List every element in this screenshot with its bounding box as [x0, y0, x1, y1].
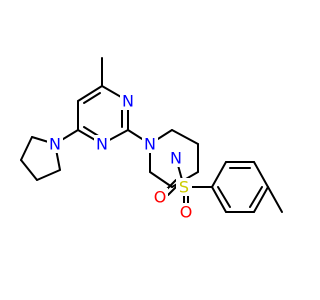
bond-pyrrolidine-2: [36, 169, 61, 181]
bond-tolyl-3: [253, 161, 269, 188]
atom-n-pyrimidine-bottom: N: [94, 135, 110, 154]
bond-tolyl-methyl: [267, 186, 283, 213]
atom-o-sulfonyl-top: O: [152, 188, 168, 207]
atom-n-pyrimidine-top: N: [120, 92, 136, 111]
bond-tolyl-6: [211, 186, 227, 213]
atom-s-sulfonyl: S: [176, 178, 192, 197]
bond-tolyl-1: [211, 161, 227, 188]
svg-text:N: N: [49, 135, 61, 154]
atom-n-piperazine-right: N: [168, 149, 184, 168]
atom-n-piperazine-left: N: [142, 135, 158, 154]
bond-pyrrolidine-4: [20, 136, 33, 161]
svg-text:S: S: [179, 178, 189, 197]
bond-tolyl-4: [253, 186, 269, 213]
bond-pyrrolidine-3: [20, 159, 38, 181]
bond-tolyl-double-3: [217, 186, 231, 208]
svg-text:O: O: [180, 203, 193, 222]
bond-piperazine-2: [171, 129, 199, 145]
bond-double-c4-c5: [83, 92, 101, 104]
atom-o-sulfonyl-bottom: O: [178, 203, 194, 222]
svg-text:O: O: [154, 188, 167, 207]
bond-tolyl-double-2: [249, 186, 263, 208]
molecule-structure: N N N N N S O O: [20, 57, 283, 222]
bond-c4-c5: [77, 85, 103, 102]
svg-text:N: N: [122, 92, 134, 111]
bond-piperazine-5: [149, 171, 173, 188]
svg-text:N: N: [144, 135, 156, 154]
svg-text:N: N: [170, 149, 182, 168]
svg-text:N: N: [96, 135, 108, 154]
atom-n-pyrrolidine: N: [47, 135, 63, 154]
